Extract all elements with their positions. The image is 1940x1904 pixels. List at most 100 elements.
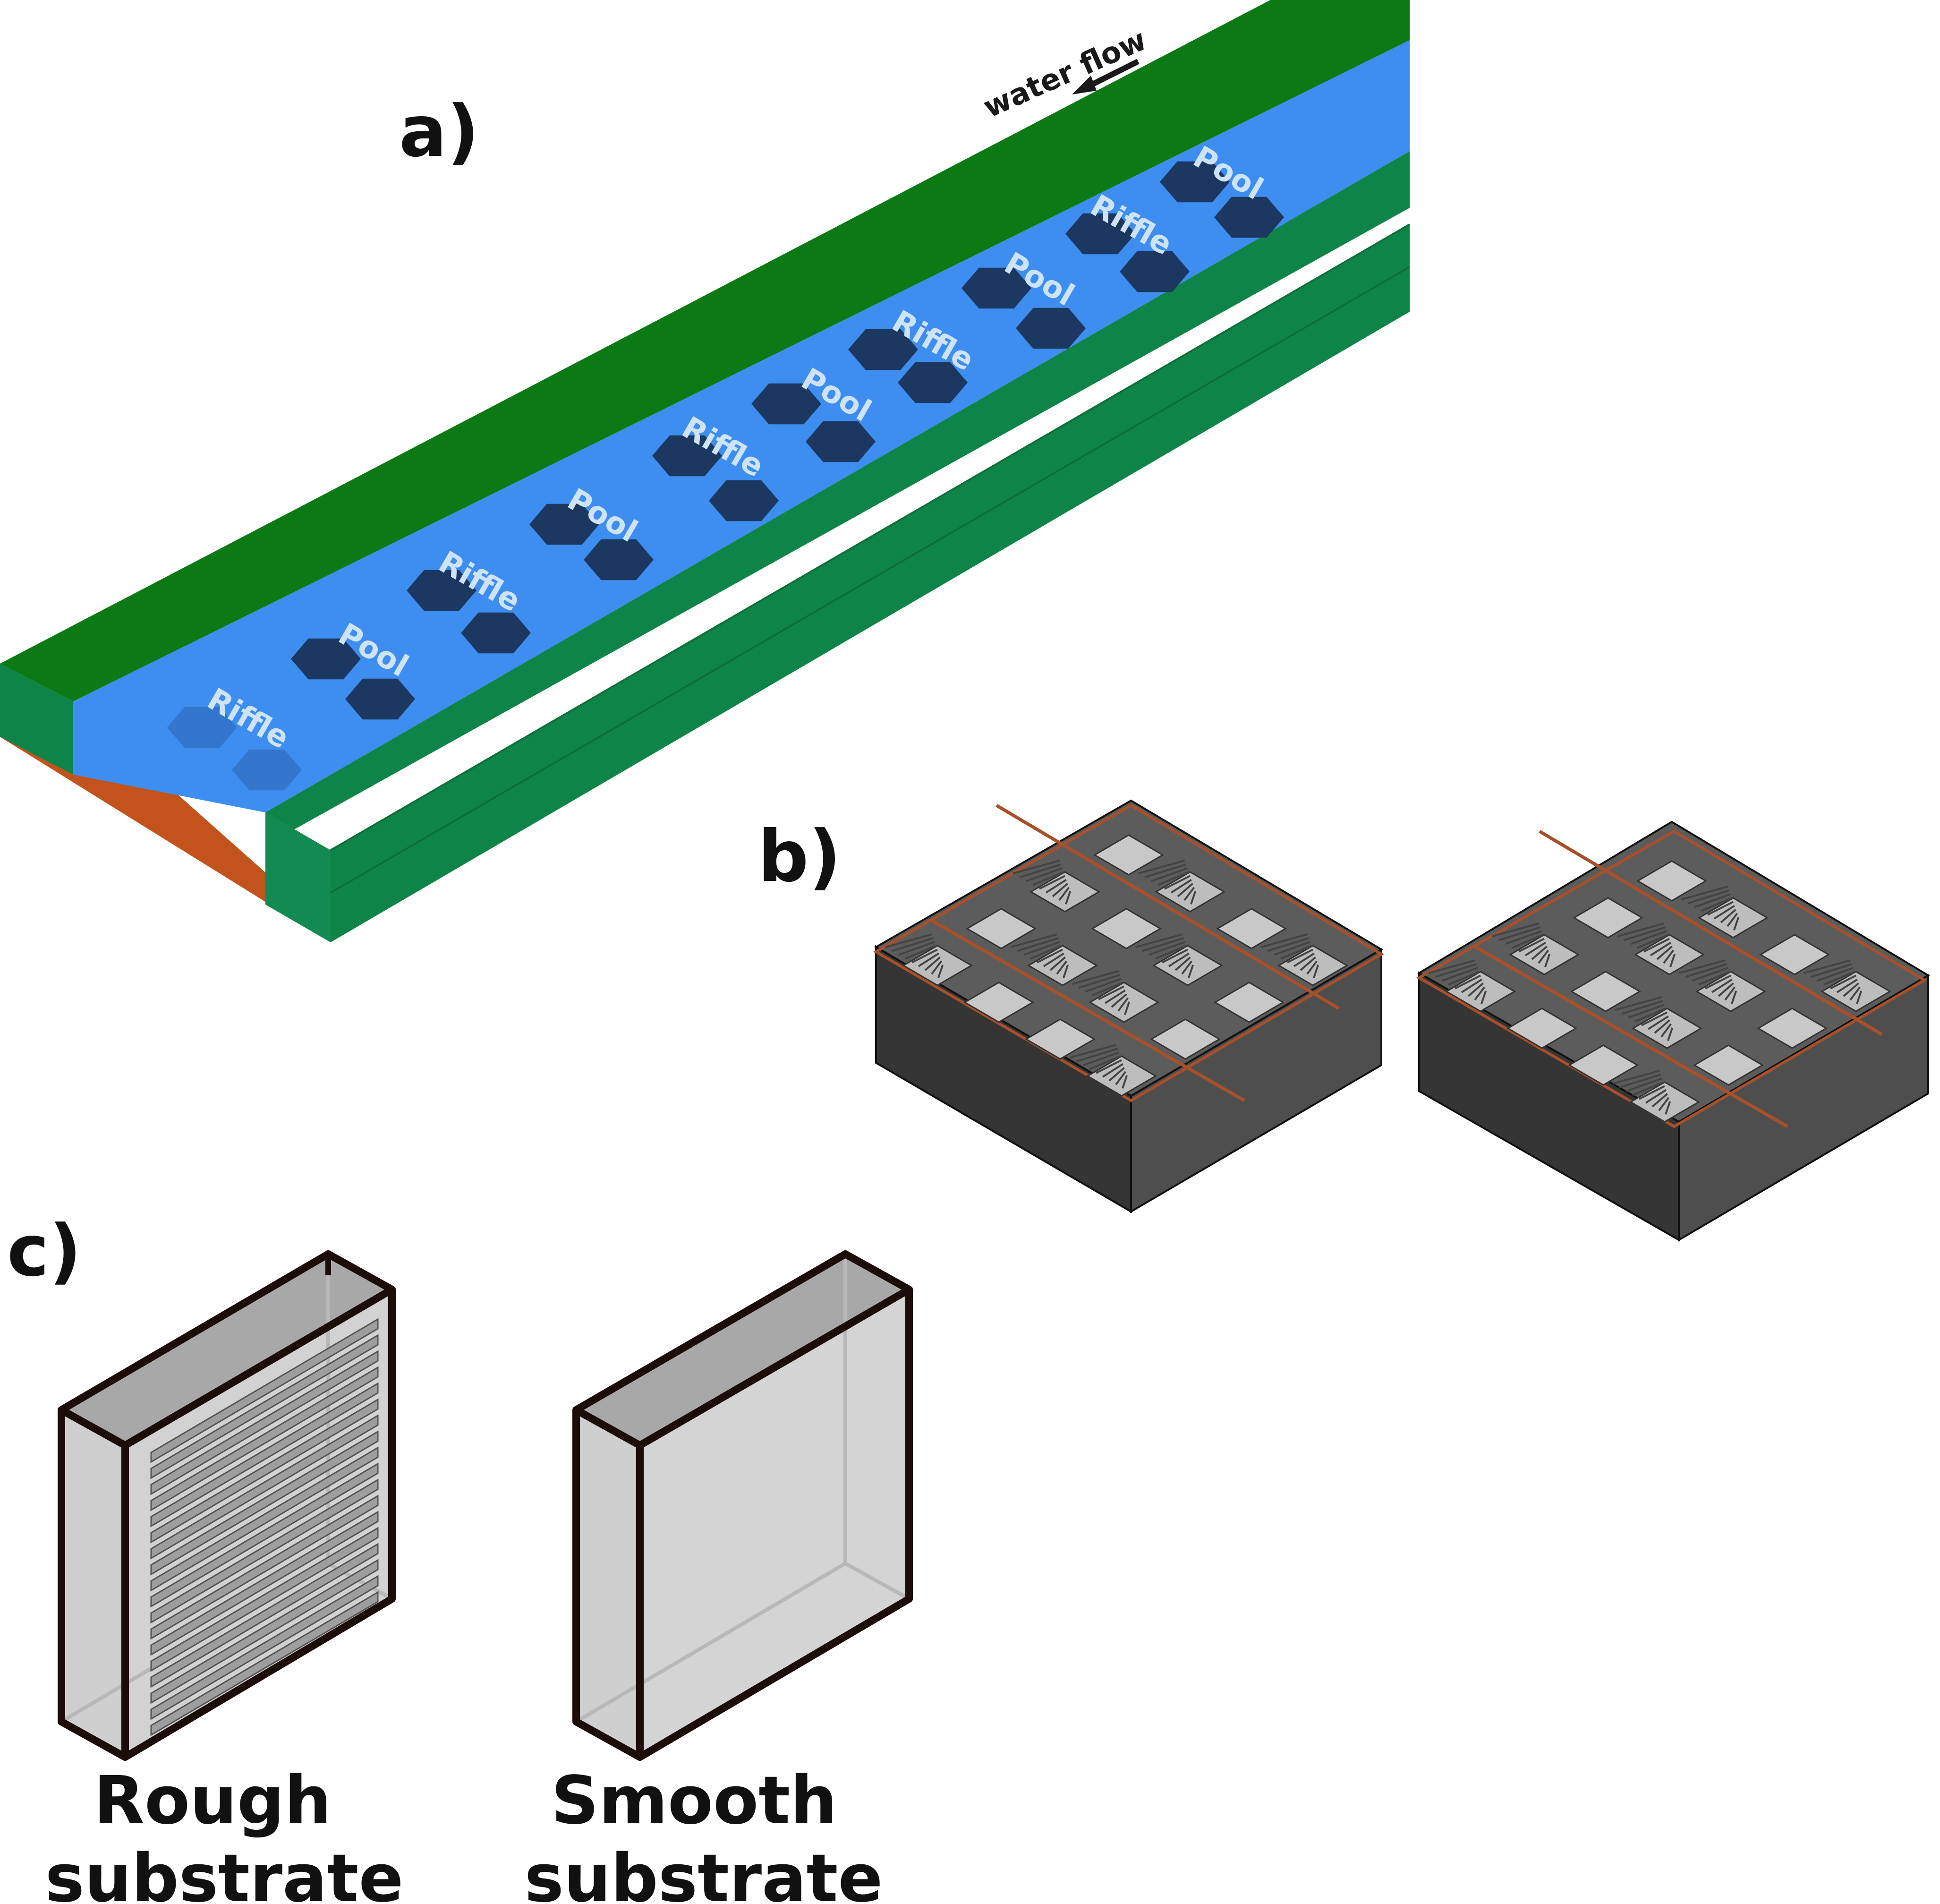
tile-ridge [1707,901,1734,916]
tile-ridge [1461,978,1482,993]
hexagon-block [167,707,237,748]
tile-ridge [1694,893,1731,908]
substrate-ridge [150,1334,379,1479]
tray-left-tiles [873,803,1384,1102]
tile-ridge [1615,996,1662,1011]
tile-ridge [1177,883,1193,897]
substrate-ridge [150,1543,379,1688]
rough-label-line2: substrate [45,1840,404,1904]
tile-ridge [1010,933,1058,948]
tile-ridge [1168,952,1190,967]
substrate-ridge [150,1527,379,1672]
smooth-tile [1573,897,1643,939]
tile-ridge [1151,867,1188,882]
substrate-ridge [150,1559,379,1704]
tray-block-right [1416,820,1930,1242]
substrate-blocks [167,161,1284,791]
tile-ridge [924,956,941,971]
tile-ridge [1428,959,1476,974]
hexagon-block [848,329,918,370]
substrate-ridge [150,1398,379,1544]
tray-blocks: b) [758,799,1930,1242]
tile-ridge [1711,978,1733,993]
tile-ridge [1274,941,1311,956]
tile-ridge [1467,982,1484,997]
tile-ridge [1849,986,1861,1001]
right-bank-top [265,151,1410,845]
smooth-tile [1568,1044,1639,1086]
hexagon-block [709,480,779,521]
tile-ridge [905,945,936,960]
tile-ridge [1026,867,1063,882]
tile-ridge [1448,971,1480,986]
tile-ridge [892,937,934,952]
tile-ridge [1823,971,1855,986]
hexagon-block [1214,196,1284,238]
tile-ridge [1138,859,1185,875]
rough-ridges [150,1318,379,1736]
smooth-tile [1693,1044,1764,1086]
tile-ridge [1645,1089,1667,1104]
tile-ridge [1117,997,1129,1012]
tile-ridge [1685,963,1727,978]
substrate-ridge [150,1591,379,1736]
substrate-ridge [150,1575,379,1720]
smooth-tile [966,908,1037,949]
smooth-tile [1506,1007,1577,1049]
tile-ridge [1181,960,1193,975]
tile-ridge [1135,933,1183,948]
left-bank-top [0,0,1410,701]
tile-ridge [1183,887,1195,901]
tile-ridge [1512,934,1543,949]
tile-ridge [1017,937,1059,952]
hexagon-block [1065,213,1135,255]
hexagon-block [345,678,415,720]
tile-ridge [1733,917,1740,931]
tile-ridge [1498,926,1541,941]
tile-ridge [1619,1074,1661,1089]
tile-ridge [1188,965,1194,978]
tile-ridge [1650,941,1671,956]
tile-ridge [1032,871,1064,886]
rough-substrate-box [58,1250,396,1761]
tile-ridge [1639,1085,1665,1100]
tile-ridge [1108,1067,1125,1082]
tile-ridge [1058,887,1070,901]
smooth-substrate-box [572,1250,913,1761]
flow-arrow-icon [1072,59,1140,94]
tile-ridge [1104,989,1126,1004]
tile-ridge [1306,960,1318,975]
substrate-ridge [150,1462,379,1608]
hexagon-block [584,539,654,581]
tile-ridge [1625,1077,1663,1093]
tray-divider [932,919,1245,1102]
tile-ridge [1647,1015,1669,1030]
substrate-ridge [150,1446,379,1592]
tile-ridge [1030,945,1062,960]
tile-ridge [1538,949,1549,964]
hexagon-block [751,383,821,425]
tile-ridge [1667,1027,1674,1041]
tile-ridge [1643,938,1670,953]
smooth-tile [1025,1018,1096,1060]
hexagon-block [529,504,599,545]
hexagon-block [232,749,302,791]
tile-ridge [1660,1023,1672,1038]
tile-ridge [1190,891,1197,905]
tile-ridge [1669,954,1676,967]
tile-ridge [1724,986,1736,1001]
hexagon-block [461,612,531,654]
tray-divider [1475,945,1788,1128]
tile-ridge [1544,954,1551,967]
substrate-samples: c) Rough substrate [7,1210,913,1904]
tile-ridge [1023,941,1061,956]
tile-ridge [1731,990,1737,1004]
tile-ridge [1157,871,1189,886]
tile-ridge [1300,956,1316,971]
tile-ridge [1144,863,1187,879]
tile-ridge [1155,945,1187,960]
tile-ridge [1013,859,1060,875]
hexagon-block [898,362,968,403]
substrate-ridge [150,1430,379,1576]
